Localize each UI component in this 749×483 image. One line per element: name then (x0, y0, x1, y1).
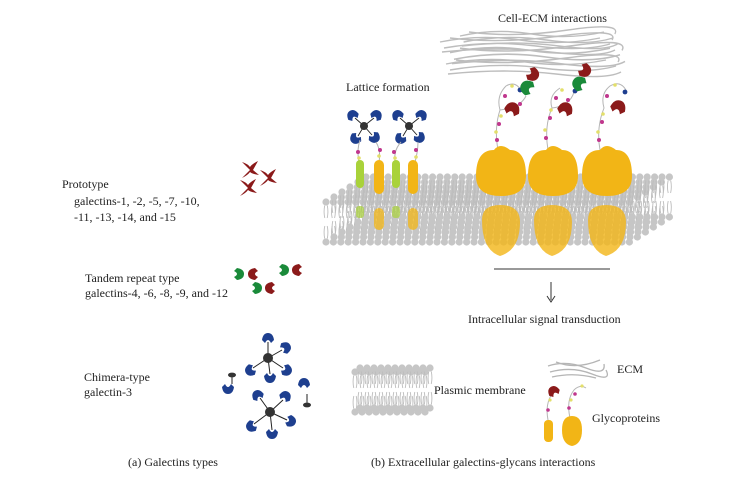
lattice-label: Lattice formation (346, 80, 430, 94)
prototype-members-line1: galectins-1, -2, -5, -7, -10, (74, 194, 200, 208)
chimera-title: Chimera-type (84, 370, 150, 384)
legend-glycoprotein-icon (544, 383, 587, 446)
legend-membrane-icon (350, 363, 435, 417)
tandem-members: galectins-4, -6, -8, -9, and -12 (85, 286, 228, 300)
tandem-repeat-galectins (234, 264, 302, 294)
legend-ecm-label: ECM (617, 362, 644, 376)
prototype-title: Prototype (62, 177, 109, 191)
tandem-title: Tandem repeat type (85, 271, 180, 285)
prototype-galectins (240, 161, 277, 196)
legend-membrane-label: Plasmic membrane (434, 383, 526, 397)
panel-a-caption: (a) Galectins types (128, 455, 218, 469)
legend-glycoproteins-label: Glycoproteins (592, 411, 660, 425)
signal-label: Intracellular signal transduction (468, 312, 621, 326)
panel-b-caption: (b) Extracellular galectins-glycans inte… (371, 455, 596, 469)
chimera-members: galectin-3 (84, 385, 132, 399)
legend-ecm-icon (547, 359, 609, 379)
signal-arrow (494, 268, 610, 303)
prototype-members-line2: -11, -13, -14, and -15 (74, 210, 176, 224)
lattice-formation (344, 107, 430, 230)
cell-ecm-glycoproteins (476, 61, 632, 256)
chimera-galectins (222, 333, 311, 439)
cell-ecm-label: Cell-ECM interactions (498, 11, 607, 25)
